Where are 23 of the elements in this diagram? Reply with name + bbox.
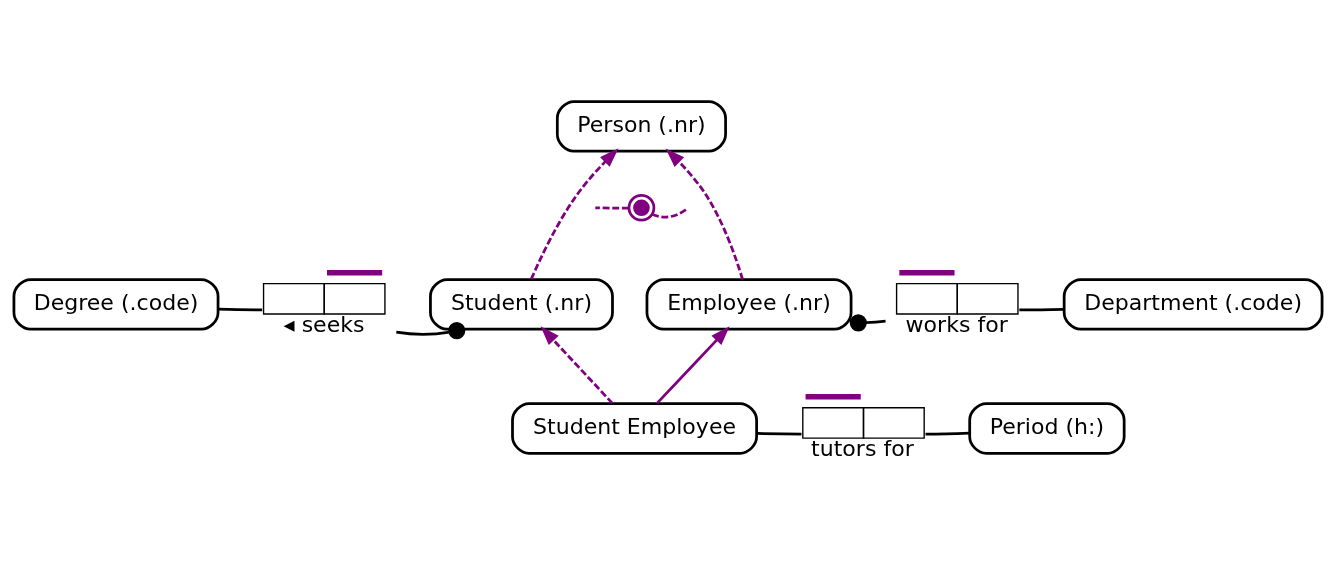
node-label: works for <box>905 311 1008 337</box>
connector <box>595 206 629 210</box>
connector <box>396 322 466 340</box>
node-box: Person (.nr) <box>555 100 727 153</box>
node-label: tutors for <box>811 435 914 461</box>
node-box: Period (h:) <box>968 402 1126 455</box>
connector <box>1019 308 1064 312</box>
node-box: Student (.nr) <box>429 278 614 331</box>
node-box: Employee (.nr) <box>645 278 853 331</box>
connector <box>651 207 689 219</box>
node-box: Department (.code) <box>1062 278 1324 331</box>
arrow <box>529 148 619 280</box>
node-box: Degree (.code) <box>12 278 220 331</box>
connector <box>925 431 970 436</box>
node-box: Student Employee <box>511 402 758 455</box>
arrow <box>540 326 614 405</box>
arrow <box>656 326 730 405</box>
node-label: ◂ seeks <box>283 311 365 337</box>
connector <box>849 314 886 332</box>
connector <box>757 432 802 436</box>
node-circle <box>627 193 656 222</box>
connector <box>218 307 263 312</box>
arrow <box>665 148 744 280</box>
